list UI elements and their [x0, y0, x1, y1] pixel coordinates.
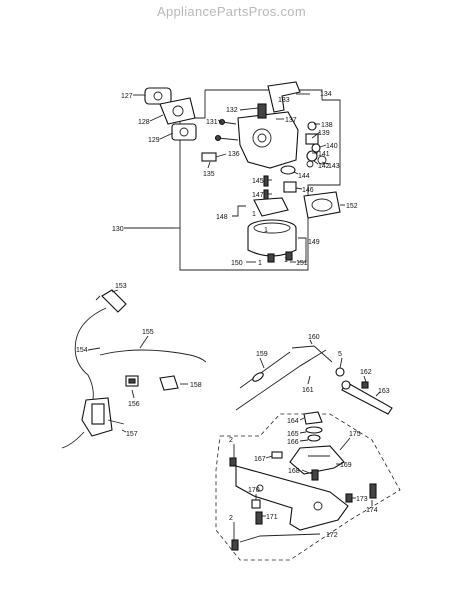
callout-132: 132 — [226, 107, 238, 114]
callout-133: 133 — [278, 97, 290, 104]
screw-167[interactable] — [271, 451, 283, 459]
gasket-129[interactable] — [171, 123, 197, 141]
callout-135: 135 — [203, 171, 215, 178]
callout-137: 137 — [285, 117, 297, 124]
governor-arm-169[interactable] — [289, 445, 345, 475]
callout-labels: 127 128 129 130 131 132 133 134 135 136 … — [76, 91, 390, 539]
callout-145: 145 — [252, 178, 264, 185]
callout-129: 129 — [148, 137, 160, 144]
callout-143: 143 — [328, 163, 340, 170]
gasket-127[interactable] — [144, 87, 172, 105]
o-ring-144[interactable] — [280, 165, 296, 175]
callout-148: 148 — [216, 214, 228, 221]
control-bracket-172[interactable] — [235, 465, 349, 531]
callout-142: 142 — [318, 163, 330, 170]
part-141[interactable] — [306, 150, 318, 162]
callout-149: 149 — [308, 239, 320, 246]
callout-166: 166 — [287, 439, 299, 446]
carburetor-body[interactable] — [237, 111, 299, 169]
callout-163: 163 — [378, 388, 390, 395]
callout-151: 151 — [296, 260, 308, 267]
callout-138: 138 — [321, 122, 333, 129]
carburetor-assembly — [124, 81, 345, 271]
callout-174: 174 — [366, 507, 378, 514]
callout-141: 141 — [318, 151, 330, 158]
choke-lever-133[interactable] — [267, 81, 301, 113]
callout-172: 172 — [326, 532, 338, 539]
bolt-174[interactable] — [369, 483, 377, 499]
callout-144: 144 — [298, 173, 310, 180]
callout-162: 162 — [360, 369, 372, 376]
part-164[interactable] — [303, 411, 323, 425]
callout-147: 147 — [252, 192, 264, 199]
part-139[interactable] — [305, 133, 319, 145]
callout-167: 167 — [254, 456, 266, 463]
callout-158: 158 — [190, 382, 202, 389]
part-170[interactable] — [251, 499, 261, 509]
bolt-168[interactable] — [311, 469, 319, 481]
callout-140: 140 — [326, 143, 338, 150]
screw-173[interactable] — [345, 493, 353, 503]
callout-134: 134 — [320, 91, 332, 98]
callout-168: 168 — [288, 468, 300, 475]
watermark: AppliancePartsPros.com — [157, 4, 306, 19]
spark-plug-cap-153[interactable] — [101, 289, 127, 313]
callout-1-float: 1 — [252, 211, 256, 218]
callout-161: 161 — [302, 387, 314, 394]
callout-2-upper: 2 — [229, 437, 233, 444]
callout-127: 127 — [121, 93, 133, 100]
callout-159: 159 — [256, 351, 268, 358]
screw-135[interactable] — [201, 152, 217, 162]
callout-165: 165 — [287, 431, 299, 438]
callout-128: 128 — [138, 119, 150, 126]
callout-157: 157 — [126, 431, 138, 438]
governor-linkage — [215, 339, 401, 561]
callout-171: 171 — [266, 514, 278, 521]
clip-158[interactable] — [159, 375, 179, 391]
callout-131: 131 — [206, 119, 218, 126]
gasket-152[interactable] — [303, 191, 341, 219]
callout-155: 155 — [142, 329, 154, 336]
callout-2-lower: 2 — [229, 515, 233, 522]
wire-155[interactable] — [99, 349, 207, 363]
washer-165[interactable] — [305, 426, 323, 434]
callout-136: 136 — [228, 151, 240, 158]
callout-169: 169 — [340, 462, 352, 469]
callout-160: 160 — [308, 334, 320, 341]
callout-153: 153 — [115, 283, 127, 290]
callout-139: 139 — [318, 130, 330, 137]
callout-152: 152 — [346, 203, 358, 210]
callout-130: 130 — [112, 226, 124, 233]
callout-1-drain-b: 1 — [284, 257, 288, 264]
screw-171[interactable] — [255, 511, 263, 525]
callout-175: 175 — [349, 431, 361, 438]
callout-146: 146 — [302, 187, 314, 194]
callout-154: 154 — [76, 347, 88, 354]
insulator-128[interactable] — [159, 97, 196, 125]
part-166[interactable] — [307, 434, 321, 442]
screw-138[interactable] — [307, 121, 317, 131]
spring-159[interactable] — [251, 371, 264, 383]
ignition-wiring — [61, 289, 207, 449]
callout-1-bowl: 1 — [264, 227, 268, 234]
callout-5: 5 — [338, 351, 342, 358]
bolt-2-upper[interactable] — [229, 457, 237, 467]
callout-156: 156 — [128, 401, 140, 408]
callout-1-drain-a: 1 — [258, 260, 262, 267]
bolt-2-lower[interactable] — [231, 539, 239, 551]
screw-162[interactable] — [361, 381, 369, 389]
callout-164: 164 — [287, 418, 299, 425]
nut-5[interactable] — [335, 367, 345, 377]
jet-146[interactable] — [283, 181, 297, 193]
float-148[interactable] — [253, 197, 289, 217]
callout-170: 170 — [248, 487, 260, 494]
callout-150: 150 — [231, 260, 243, 267]
callout-173: 173 — [356, 496, 368, 503]
